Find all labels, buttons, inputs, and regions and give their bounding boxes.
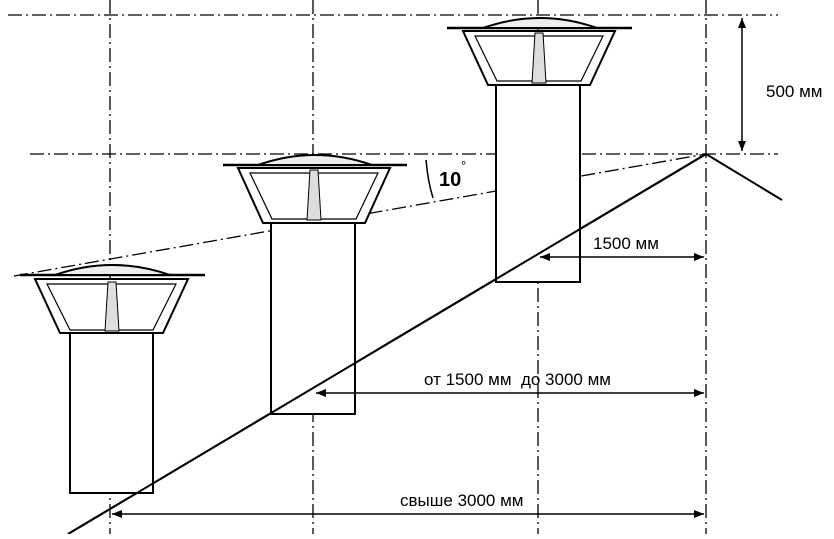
label-over-3000: свыше 3000 мм [400, 491, 523, 510]
chimney-1-dome [54, 264, 171, 276]
chimney-2-stem [306, 169, 322, 221]
roof-slope-right [705, 153, 783, 201]
roof-slope-front [67, 153, 707, 535]
roof [67, 153, 783, 535]
chimney-2-pipe [270, 222, 356, 415]
chimney-1-cap-inner [46, 283, 177, 331]
chimney-3-stem [531, 32, 547, 84]
angle-degree-mark: ° [461, 158, 466, 173]
chimney-3 [447, 17, 632, 283]
chimney-2-dome [257, 154, 373, 166]
dimensions [112, 18, 746, 518]
label-500: 500 мм [766, 82, 822, 101]
ten-degree-line [13, 153, 707, 277]
angle-arc [425, 159, 434, 199]
label-1500-3000: от 1500 мм до 3000 мм [424, 370, 611, 389]
chimney-2 [223, 154, 407, 415]
angle-label: 10 [439, 169, 461, 191]
chimney-3-dome [482, 17, 598, 29]
chimney-1-pipe [69, 332, 154, 494]
chimney-2-cap-inner [249, 172, 379, 220]
chimney-3-cap-inner [474, 35, 604, 82]
chimney-1 [20, 264, 205, 494]
chimney-3-pipe [495, 84, 581, 283]
label-1500: 1500 мм [593, 234, 659, 253]
chimney-1-stem [104, 281, 120, 332]
